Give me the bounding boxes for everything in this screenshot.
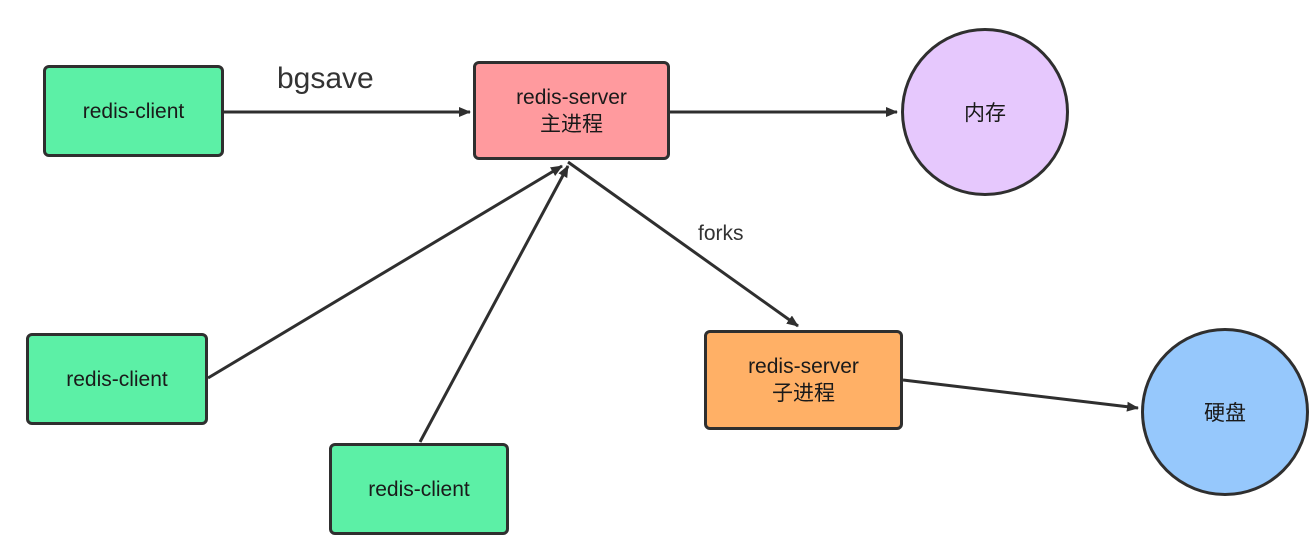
memory-node: 内存 bbox=[901, 28, 1069, 196]
redis-server-main-process-node: redis-server 主进程 bbox=[473, 61, 670, 160]
disk-node: 硬盘 bbox=[1141, 328, 1309, 496]
redis-client-node-bottom: redis-client bbox=[329, 443, 509, 535]
edge-left-client-to-server bbox=[207, 164, 563, 380]
server-name-label: redis-server bbox=[516, 85, 627, 109]
redis-client-node-top: redis-client bbox=[43, 65, 224, 157]
forks-label: forks bbox=[698, 222, 744, 245]
edge-server-forks-child bbox=[567, 160, 799, 328]
edge-child-to-disk bbox=[902, 378, 1139, 412]
edge-bottom-client-to-server bbox=[418, 165, 570, 443]
process-type-label: 子进程 bbox=[772, 382, 835, 405]
memory-label: 内存 bbox=[964, 102, 1006, 125]
disk-label: 硬盘 bbox=[1204, 402, 1246, 425]
redis-client-label: redis-client bbox=[368, 477, 470, 501]
process-type-label: 主进程 bbox=[540, 112, 603, 136]
redis-client-label: redis-client bbox=[66, 367, 168, 391]
bgsave-label: bgsave bbox=[277, 62, 374, 95]
server-name-label: redis-server bbox=[748, 355, 859, 378]
redis-client-node-left: redis-client bbox=[26, 333, 208, 425]
redis-server-child-process-node: redis-server 子进程 bbox=[704, 330, 903, 430]
redis-client-label: redis-client bbox=[82, 99, 185, 123]
